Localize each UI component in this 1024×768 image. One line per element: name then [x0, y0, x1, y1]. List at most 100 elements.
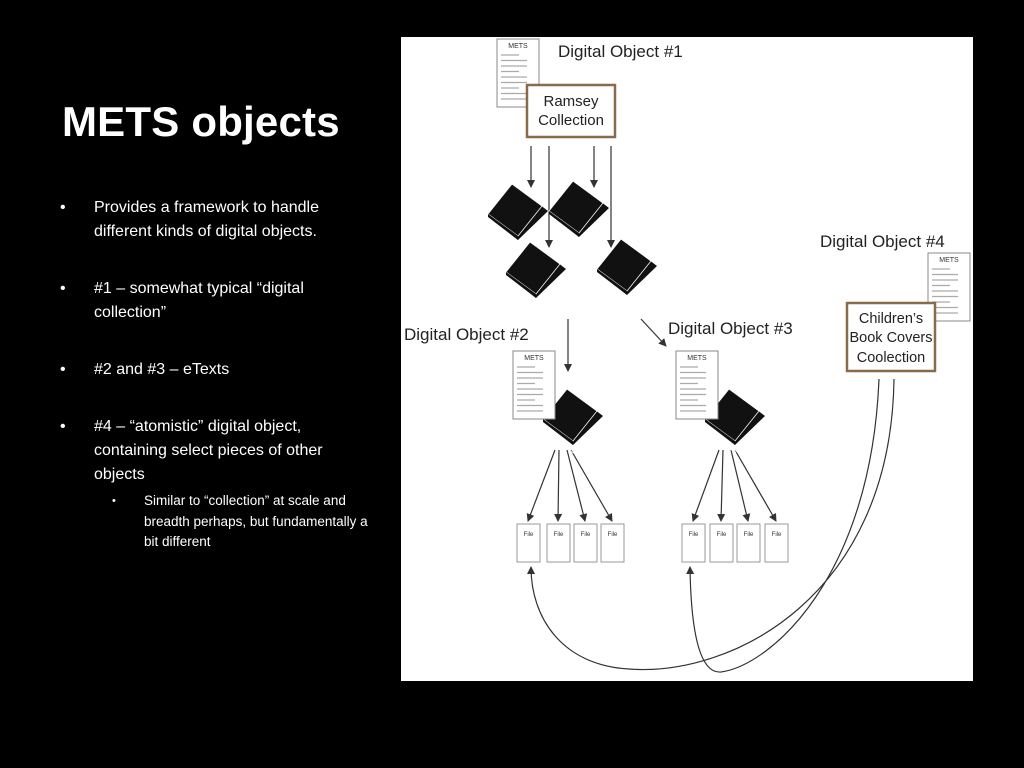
collection-book-3 — [505, 241, 566, 307]
file-frame — [709, 523, 734, 563]
childrens-label-line-2: Book Covers — [849, 330, 932, 346]
file-label: File — [524, 532, 534, 538]
file-frame — [681, 523, 706, 563]
arrow-to-file — [570, 449, 613, 522]
book-page-edge — [708, 426, 764, 454]
digital-object-3-file: File — [681, 523, 706, 563]
book-page-edge — [491, 217, 547, 245]
book-page-edge — [491, 219, 547, 247]
bullet-marker: • — [60, 280, 66, 297]
book-front-cover — [505, 241, 561, 295]
arrow-to-file — [730, 449, 751, 522]
arrow-to-file — [734, 449, 777, 522]
book-page-edge — [509, 275, 565, 303]
book-page-edge — [552, 214, 608, 242]
book-page-edge — [708, 422, 764, 450]
digital-object-3-mets-icon: METS — [675, 350, 719, 420]
bullet-marker: • — [60, 361, 66, 378]
digital-object-3-heading: Digital Object #3 — [668, 319, 793, 338]
childrens-collection-box — [845, 301, 937, 373]
digital-object-2-file: File — [546, 523, 571, 563]
digital-object-3-file: File — [764, 523, 789, 563]
mets-diagram: METS METS METS METS File File File File File File… — [401, 37, 973, 681]
digital-object-2-file: File — [573, 523, 598, 563]
arrow-to-file — [526, 449, 556, 522]
bullet-text: Provides a framework to handle different… — [94, 199, 319, 240]
file-label: File — [689, 532, 699, 538]
bullet-text: #1 – somewhat typical “digital collectio… — [94, 280, 304, 321]
collection-book-2 — [548, 180, 609, 246]
file-label: File — [581, 532, 591, 538]
file-frame — [546, 523, 571, 563]
file-label: File — [744, 532, 754, 538]
book-spine — [543, 419, 573, 445]
box-layer: METS METS METS METS File File File File File File… — [496, 38, 971, 563]
digital-object-3-file: File — [736, 523, 761, 563]
book-page-edge — [546, 426, 602, 454]
file-frame — [600, 523, 625, 563]
mets-label: METS — [687, 355, 707, 362]
book-spine — [506, 272, 536, 298]
bullet-text: #4 – “atomistic” digital object, contain… — [94, 418, 323, 483]
book-page-edge — [546, 422, 602, 450]
book-page-edge — [552, 218, 608, 246]
book-front-cover — [704, 388, 760, 442]
mets-document-frame — [512, 350, 556, 420]
bullet-marker: • — [112, 495, 116, 507]
book-front-cover — [596, 238, 652, 292]
digital-object-1-heading: Digital Object #1 — [558, 42, 683, 61]
book-page-edge — [708, 424, 764, 452]
etext-book-2 — [542, 388, 603, 454]
arrow-childrens-to-file-2 — [527, 378, 895, 671]
arrow-to-digital-object-3 — [640, 318, 667, 347]
bullet-item: • #2 and #3 – eTexts — [60, 358, 370, 382]
connector-layer — [526, 146, 895, 673]
book-layer — [487, 180, 765, 454]
arrow-childrens-to-file-3 — [686, 378, 880, 673]
book-page-edge — [491, 221, 547, 249]
book-page-edge — [552, 216, 608, 244]
sub-bullet-item: • Similar to “collection” at scale and b… — [94, 491, 370, 553]
childrens-label-line-1: Children’s — [859, 311, 923, 327]
book-front-cover — [487, 183, 543, 237]
book-front-cover — [548, 180, 604, 234]
collection-book-1 — [487, 183, 548, 249]
sub-bullet-text: Similar to “collection” at scale and bre… — [144, 493, 368, 549]
book-page-edge — [509, 279, 565, 307]
file-frame — [573, 523, 598, 563]
ramsey-collection-box — [525, 83, 617, 139]
book-page-edge — [546, 424, 602, 452]
bullet-marker: • — [60, 199, 66, 216]
bullet-marker: • — [60, 418, 66, 435]
book-page-edge — [600, 276, 656, 304]
digital-object-2-file: File — [516, 523, 541, 563]
arrow-to-file — [566, 449, 588, 522]
file-label: File — [717, 532, 727, 538]
arrow-to-file — [691, 449, 720, 522]
bullet-item: • #4 – “atomistic” digital object, conta… — [60, 415, 370, 553]
book-front-cover — [542, 388, 598, 442]
bullet-text: #2 and #3 – eTexts — [94, 361, 230, 378]
mets-label: METS — [508, 43, 528, 50]
book-spine — [549, 211, 579, 237]
slide-title: METS objects — [62, 98, 340, 145]
file-frame — [736, 523, 761, 563]
ramsey-label-line-2: Collection — [538, 112, 604, 129]
mets-document-frame — [675, 350, 719, 420]
file-label: File — [608, 532, 618, 538]
mets-label: METS — [939, 257, 959, 264]
digital-object-3-file: File — [709, 523, 734, 563]
bullet-list: • Provides a framework to handle differe… — [60, 196, 370, 586]
digital-object-2-mets-icon: METS — [512, 350, 556, 420]
file-label: File — [554, 532, 564, 538]
diagram-canvas: METS METS METS METS File File File File File File… — [404, 38, 971, 673]
digital-object-2-file: File — [600, 523, 625, 563]
book-page-edge — [509, 277, 565, 305]
file-frame — [516, 523, 541, 563]
book-page-edge — [600, 272, 656, 300]
childrens-label-line-3: Coolection — [857, 350, 926, 366]
sub-bullet-list: • Similar to “collection” at scale and b… — [94, 491, 370, 553]
file-label: File — [772, 532, 782, 538]
digital-object-4-heading: Digital Object #4 — [820, 232, 945, 251]
bullet-item: • #1 – somewhat typical “digital collect… — [60, 277, 370, 325]
